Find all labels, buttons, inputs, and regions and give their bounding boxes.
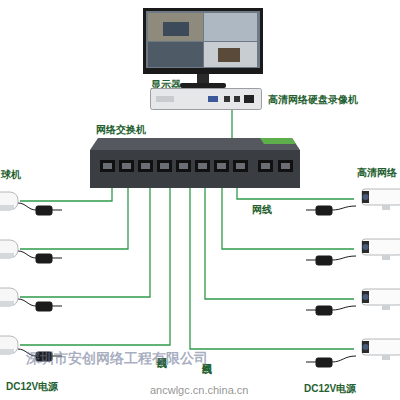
camera: 高清网络 — [354, 188, 400, 210]
camera — [0, 238, 20, 260]
nvr-recorder: 高清网络硬盘录像机 — [150, 88, 262, 110]
network-cable — [231, 110, 232, 138]
watermark: 深圳市安创网络工程有限公司 — [26, 350, 208, 368]
network-cable — [20, 188, 128, 249]
camera-outline — [354, 288, 400, 310]
monitor-outline — [143, 8, 263, 74]
camera — [0, 334, 20, 356]
network-cable — [237, 188, 354, 199]
camera-outline — [354, 338, 400, 360]
camera — [354, 338, 400, 360]
camera — [0, 286, 20, 308]
watermark: ancwlgc.cn.china.cn — [150, 384, 248, 396]
network-cable — [20, 188, 112, 201]
cable-label: 网线 — [252, 203, 272, 217]
node-label: 高清网络硬盘录像机 — [268, 93, 358, 107]
camera-outline — [0, 286, 20, 308]
camera-outline — [354, 238, 400, 260]
network-cable — [20, 188, 150, 297]
camera: 球机 — [0, 190, 20, 212]
power-adapter — [18, 203, 62, 361]
network-cable — [190, 188, 354, 349]
node-label: 球机 — [1, 168, 21, 182]
cable-label: DC12V电源 — [6, 380, 58, 394]
camera — [354, 238, 400, 260]
camera-outline — [0, 190, 20, 212]
camera — [354, 288, 400, 310]
monitor: 显示器 — [143, 8, 263, 74]
nvr-recorder-outline — [150, 88, 262, 110]
network-cable — [222, 188, 354, 249]
network-cable — [205, 188, 354, 299]
cable-label: DC12V电源 — [304, 382, 356, 396]
node-label: 网络交换机 — [96, 123, 146, 137]
network-switch: 网络交换机 — [90, 138, 300, 188]
camera-outline — [0, 238, 20, 260]
camera-outline — [354, 188, 400, 210]
network-cable — [20, 188, 170, 345]
node-label: 高清网络 — [357, 166, 397, 180]
camera-outline — [0, 334, 20, 356]
monitor-stand — [180, 74, 226, 88]
power-adapter — [306, 206, 356, 367]
network-switch-outline — [90, 138, 300, 188]
